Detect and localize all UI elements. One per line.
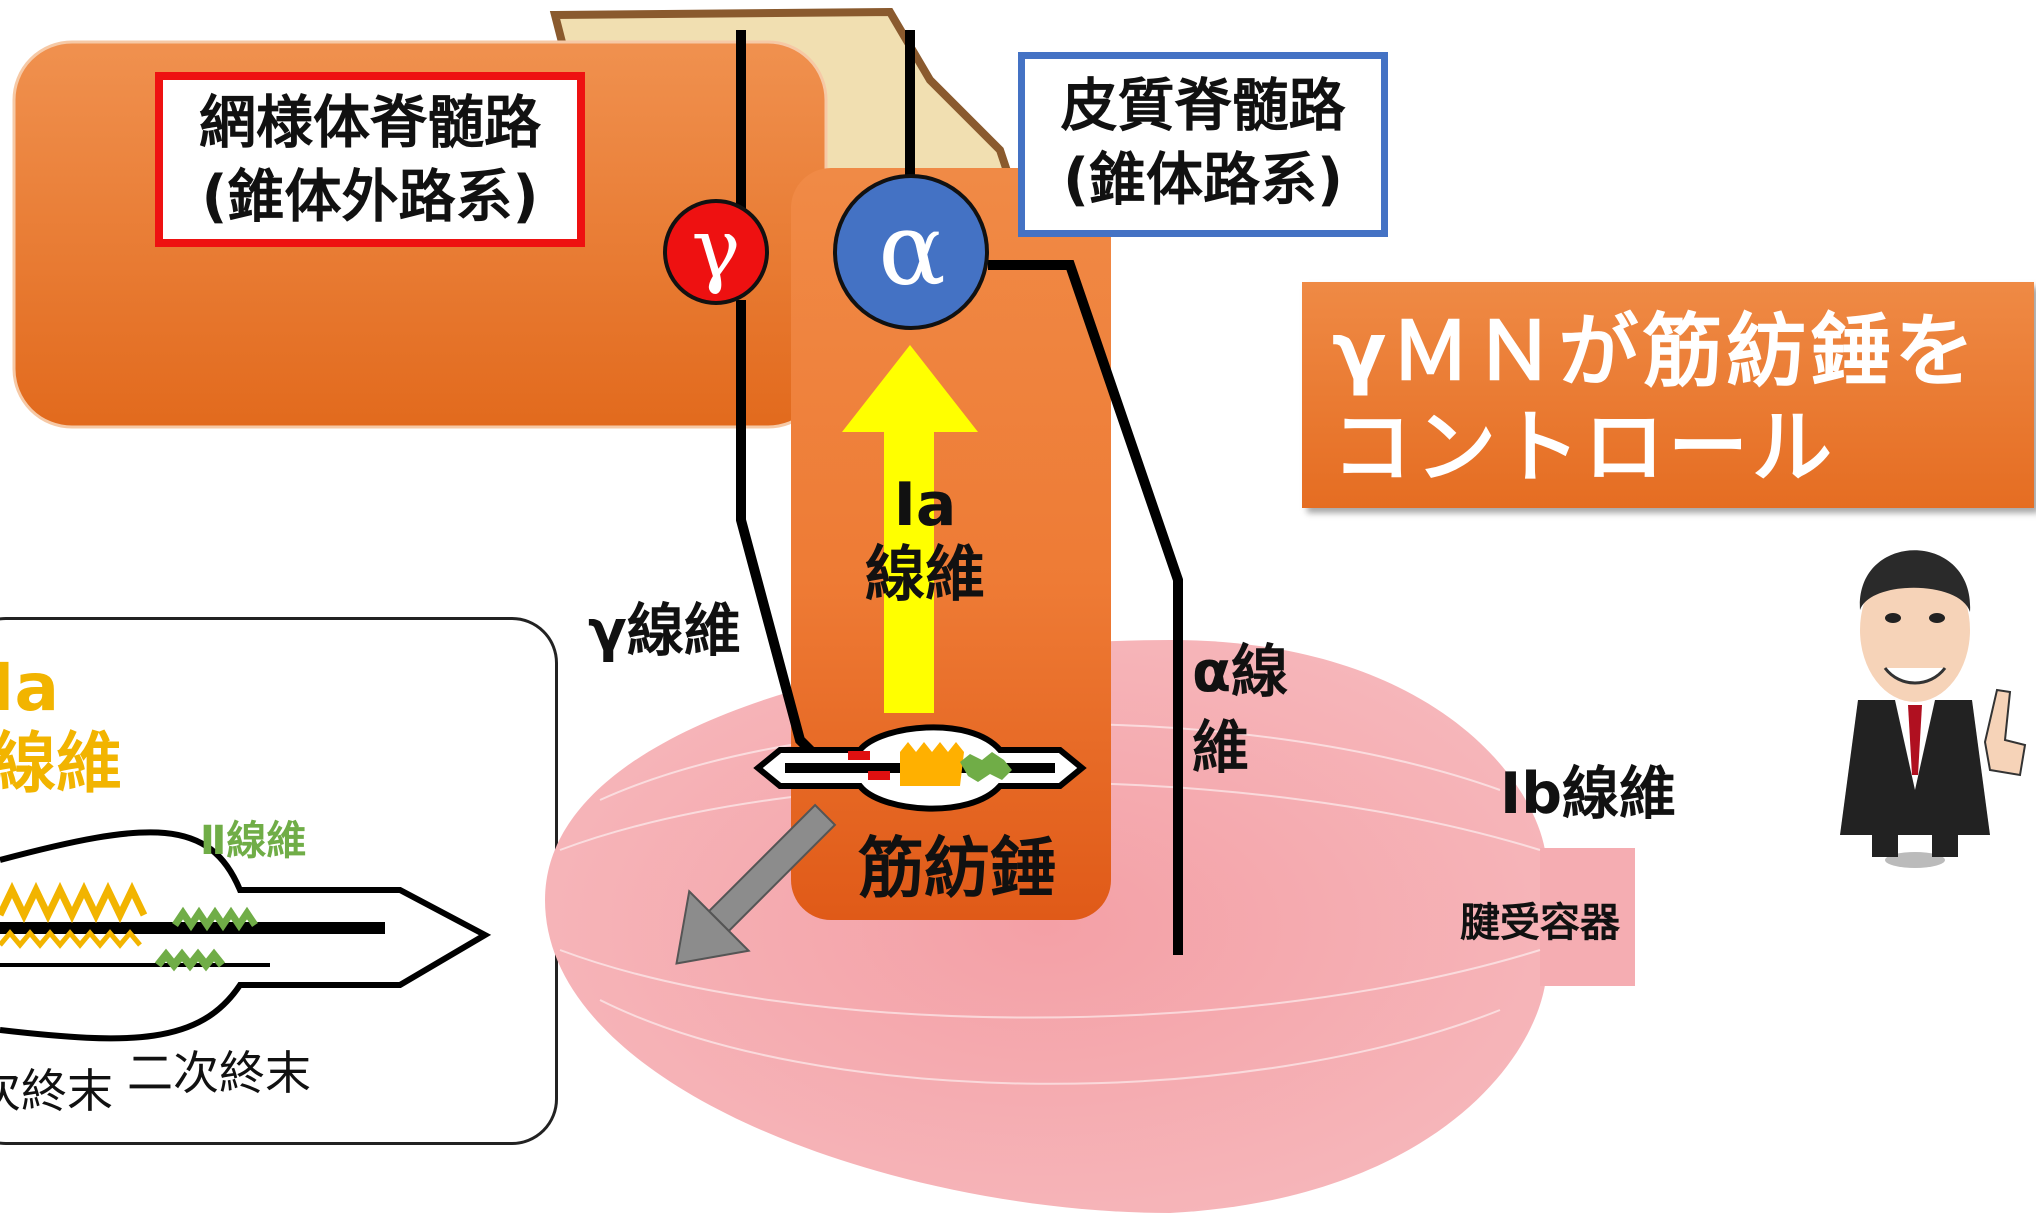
alpha-fiber-line <box>988 260 1183 955</box>
inset-ia-line1: Ⅰa <box>0 649 60 726</box>
banner-line-2: コントロール <box>1332 401 1836 494</box>
gamma-neuron-letter: γ <box>691 202 741 297</box>
ia-fiber-label-line1: Ⅰa <box>893 470 957 540</box>
muscle-spindle-capsule <box>753 724 1087 812</box>
spinal-column <box>791 168 1111 920</box>
alpha-neuron-letter: α <box>878 191 946 308</box>
alpha-motor-neuron <box>833 174 989 330</box>
ia-fiber-label-line2: 線維 <box>865 540 985 610</box>
gamma-fiber-label: γ線維 <box>588 598 741 664</box>
gamma-mn-banner: γＭＮが筋紡錘を コントロール <box>1302 282 2034 508</box>
ia-fiber-label: Ⅰa 線維 <box>860 470 990 610</box>
corticospinal-tract-label: 皮質脊髄路 (錐体路系) <box>1018 52 1388 237</box>
reticulospinal-subtitle: (錐体外路系) <box>201 164 539 230</box>
alpha-fiber-label-line2: 維 <box>1192 715 1249 781</box>
tendon-receptor-label: 腱受容器 <box>1460 900 1620 946</box>
presenter-character <box>1840 550 2027 868</box>
inset-ia-line2: 線維 <box>0 725 122 802</box>
secondary-ending-label: 二次終末 <box>127 1046 311 1100</box>
reticulospinal-tract-label: 網様体脊髄路 (錐体外路系) <box>155 72 585 247</box>
inset-spindle-drawing <box>0 829 492 1042</box>
gamma-motor-neuron <box>663 199 769 305</box>
primary-ending-label: 次終末 <box>0 1064 113 1118</box>
muscle-spindle-label: 筋紡錘 <box>858 830 1056 907</box>
inset-ia-label: Ⅰa 線維 <box>0 650 122 802</box>
alpha-fiber-label-line1: α線 <box>1192 639 1289 705</box>
banner-text: γＭＮが筋紡錘を コントロール <box>1332 304 1979 496</box>
banner-line-1: γＭＮが筋紡錘を <box>1332 305 1979 398</box>
ia-arrow <box>842 345 978 713</box>
corticospinal-title: 皮質脊髄路 <box>1060 73 1346 139</box>
ib-fiber-label: Ⅰb線維 <box>1500 761 1677 827</box>
alpha-fiber-label: α線 維 <box>1192 634 1322 786</box>
inset-ii-fiber-label: Ⅱ線維 <box>200 818 307 864</box>
corticospinal-subtitle: (錐体路系) <box>1062 147 1344 213</box>
zoom-arrow <box>675 803 837 965</box>
tendon-stub <box>1540 848 1635 986</box>
reticulospinal-title: 網様体脊髄路 <box>199 90 541 156</box>
